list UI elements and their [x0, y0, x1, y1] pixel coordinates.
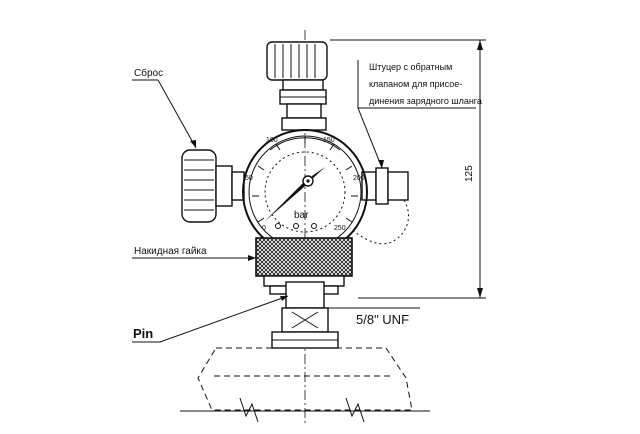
fitting-leader	[357, 60, 476, 169]
reset-label: Сброс	[134, 67, 163, 79]
reset-leader	[132, 79, 197, 149]
gauge-tick-250: 250	[334, 225, 346, 232]
gauge-tick-150: 150	[323, 137, 335, 144]
connector-stem	[271, 281, 339, 349]
check-valve-fitting	[361, 167, 409, 205]
gauge-tick-0: 0	[262, 225, 266, 232]
fitting-label-line1: Штуцер с обратным	[369, 62, 452, 72]
gauge-tick-100: 100	[266, 137, 278, 144]
fitting-label-line2: клапаном для присое-	[369, 79, 462, 89]
union-nut-label: Накидная гайка	[134, 246, 207, 257]
gauge-unit: bar	[294, 210, 309, 221]
thread-label: 5/8" UNF	[356, 312, 409, 327]
fitting-chain	[349, 199, 409, 245]
pressure-gauge	[242, 129, 368, 255]
union-nut-leader	[132, 255, 256, 261]
fitting-label-line3: динения зарядного шланга	[369, 96, 482, 106]
top-handwheel	[266, 41, 328, 131]
gauge-tick-50: 50	[245, 175, 253, 182]
pin-label: Pin	[133, 326, 153, 341]
pin-leader	[132, 295, 289, 343]
dimension-125	[330, 39, 486, 299]
reset-knob	[181, 149, 245, 223]
dimension-label: 125	[464, 165, 475, 182]
gauge-tick-200: 200	[353, 175, 365, 182]
